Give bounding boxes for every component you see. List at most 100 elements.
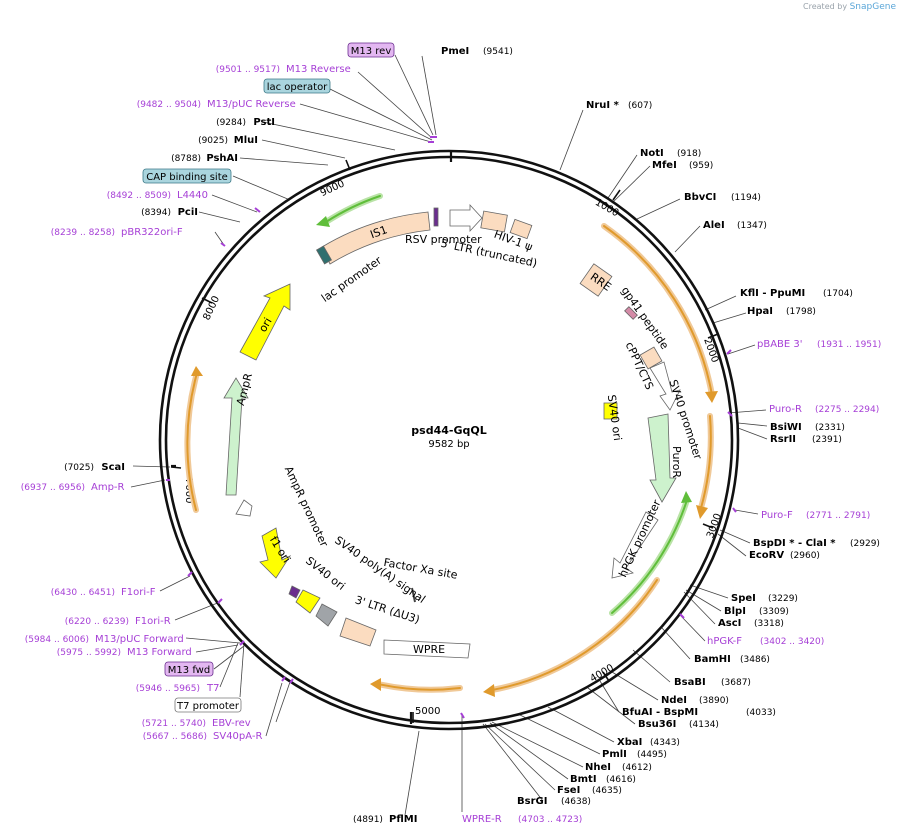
enzyme-bsu36i: Bsu36I: [638, 719, 676, 730]
enzyme-fsei: FseI: [557, 785, 580, 796]
primer-m13puc-forward-range: (5984 .. 6006): [25, 635, 89, 645]
primer-sv40pa-r: SV40pA-R: [213, 731, 262, 742]
primer-pbabe3-range: (1931 .. 1951): [817, 340, 881, 350]
inner-features: [223, 203, 681, 659]
rsv-promoter-label: RSV promoter: [405, 233, 482, 246]
enzyme-mlui-pos: (9025): [198, 136, 228, 146]
leader-lines: [130, 54, 768, 816]
insert-marker: [433, 207, 439, 227]
enzyme-bbvci: BbvCI: [684, 192, 716, 203]
enzyme-nhei: NheI: [585, 762, 611, 773]
sv40-ori-left-label: SV40 ori: [303, 554, 347, 593]
sv40-ori-right-block: [603, 402, 618, 420]
enzyme-bsabi: BsaBI: [674, 677, 706, 688]
lac-operator-box: [263, 78, 331, 94]
enzyme-xbai: XbaI: [617, 737, 642, 748]
primer-m13-reverse: M13 Reverse: [286, 64, 351, 75]
enzyme-rsrii-pos: (2391): [812, 435, 842, 445]
enzyme-kfli-ppumi: KflI - PpuMI: [740, 288, 805, 299]
primer-m13-reverse-range: (9501 .. 9517): [216, 65, 280, 75]
tick-label-7000: 7000: [183, 478, 194, 503]
primer-f1ori-r: F1ori-R: [135, 616, 171, 627]
enzyme-ndei: NdeI: [661, 695, 687, 706]
enzyme-nhei-pos: (4612): [622, 763, 652, 773]
m13-fwd-label: M13 fwd: [168, 665, 210, 676]
enzyme-pmli-pos: (4495): [637, 750, 667, 760]
primer-puro-f: Puro-F: [761, 510, 793, 521]
sv40-ori-right-label: SV40 ori: [605, 394, 624, 442]
enzyme-pcii-pos: (8394): [141, 208, 171, 218]
enzyme-bsrgi: BsrGI: [517, 796, 547, 807]
lac-operator-block: [315, 245, 333, 265]
enzyme-hpai: HpaI: [747, 306, 773, 317]
enzyme-pflmi-pos: (4891): [353, 815, 383, 825]
tick-label-1000: 1000: [593, 197, 621, 219]
enzyme-asci: AscI: [718, 618, 741, 629]
enzyme-pmei: PmeI: [441, 46, 469, 57]
primer-marks: [166, 136, 737, 719]
wpre-feature: [383, 639, 471, 659]
enzyme-bsiwi-pos: (2331): [815, 423, 845, 433]
primer-l4440-range: (8492 .. 8509): [107, 191, 171, 201]
snapgene-watermark: Created by SnapGene: [803, 2, 896, 12]
snapgene-logo-text: SnapGene: [849, 2, 896, 12]
ltr5-feature: [480, 210, 508, 233]
wpre-label: WPRE: [413, 643, 445, 656]
enzyme-fsei-pos: (4635): [592, 786, 622, 796]
enzyme-bsabi-pos: (3687): [721, 678, 751, 688]
enzyme-mfei: MfeI: [652, 160, 677, 171]
enzyme-bsrgi-pos: (4638): [561, 797, 591, 807]
cppt-feature: [639, 346, 663, 370]
sv40-ori-left-block: [295, 589, 321, 614]
enzyme-bfuai-bspmi: BfuAI - BspMI: [622, 707, 698, 718]
enzyme-spei-pos: (3229): [768, 594, 798, 604]
enzyme-kfli-ppumi-pos: (1704): [823, 289, 853, 299]
plasmid-length: 9582 bp: [428, 439, 469, 450]
backbone-inner: [164, 155, 734, 725]
primer-wpre-r-range: (4703 .. 4723): [518, 815, 582, 825]
enzyme-ndei-pos: (3890): [699, 696, 729, 706]
enzyme-noti-pos: (918): [677, 149, 701, 159]
puror-label: PuroR: [670, 446, 683, 478]
sv40-promoter-arrow: [649, 361, 681, 411]
is1-label: IS1: [368, 223, 389, 241]
ori-label: ori: [256, 316, 274, 335]
enzyme-ecorv: EcoRV: [749, 550, 784, 561]
primer-m13-forward-range: (5975 .. 5992): [57, 648, 121, 658]
primer-t7: T7: [206, 683, 219, 694]
primer-pbabe3: pBABE 3': [757, 339, 803, 350]
primer-l4440: L4440: [177, 190, 208, 201]
lac-operator-label: lac operator: [267, 82, 328, 93]
puror-arrow: [647, 413, 677, 503]
sv40pa-block: [315, 603, 338, 627]
primer-m13puc-reverse-range: (9482 .. 9504): [137, 100, 201, 110]
primer-ebv-rev: EBV-rev: [212, 718, 251, 729]
primer-m13puc-reverse: M13/pUC Reverse: [207, 99, 296, 110]
enzyme-bspdi-clai: BspDI * - ClaI *: [753, 538, 836, 549]
enzyme-bfuai-bspmi-pos: (4033): [746, 708, 776, 718]
primer-sv40pa-r-range: (5667 .. 5686): [143, 732, 207, 742]
primer-puro-f-range: (2771 .. 2791): [806, 511, 870, 521]
primer-wpre-r: WPRE-R: [462, 814, 502, 825]
factor-xa-mark: [411, 587, 416, 603]
orf-arcs: [184, 193, 718, 697]
primer-ebv-rev-range: (5721 .. 5740): [142, 719, 206, 729]
enzyme-psti-pos: (9284): [216, 118, 246, 128]
cap-binding-box: [142, 168, 232, 184]
enzyme-bbvci-pos: (1194): [731, 193, 761, 203]
enzyme-spei: SpeI: [731, 593, 756, 604]
enzyme-bsiwi: BsiWI: [770, 422, 802, 433]
enzyme-alei: AleI: [703, 220, 725, 231]
tick-label-4000: 4000: [588, 663, 616, 685]
enzyme-nrui: NruI *: [586, 100, 620, 111]
enzyme-blpi: BlpI: [724, 606, 746, 617]
enzyme-bspdi-clai-pos: (2929): [850, 539, 880, 549]
ampr-label: AmpR: [234, 371, 255, 406]
plasmid-name: psd44-GqQL: [411, 424, 486, 437]
enzyme-nrui-pos: (607): [628, 101, 652, 111]
enzyme-pcii: PciI: [178, 207, 198, 218]
m13-rev-label: M13 rev: [351, 46, 392, 57]
ampr-arrow: [223, 377, 249, 496]
rre-feature: [579, 263, 613, 297]
